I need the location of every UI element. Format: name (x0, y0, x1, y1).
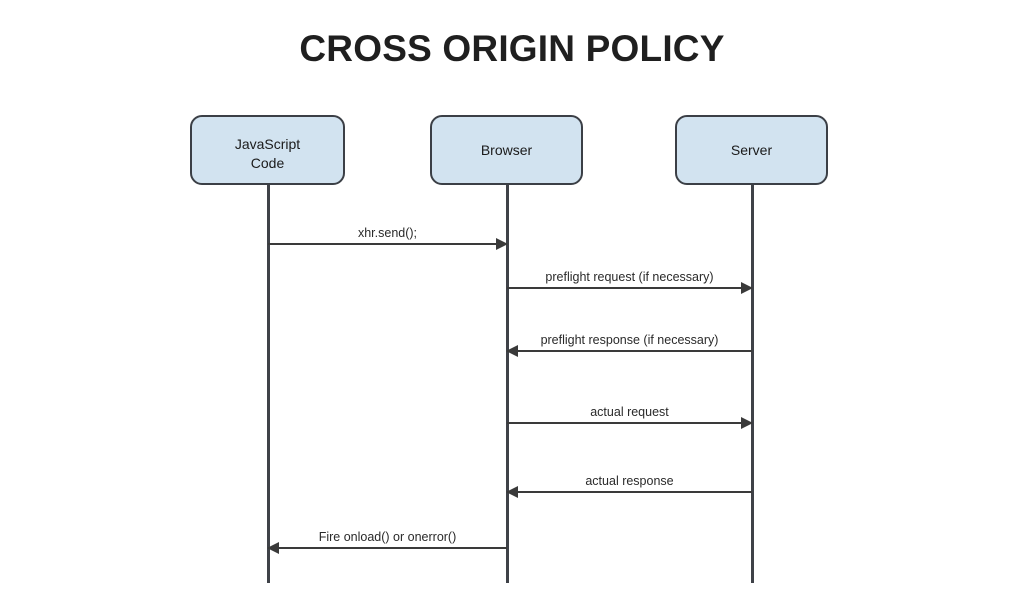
message-line (268, 547, 507, 549)
message-label: actual response (585, 474, 674, 488)
lifeline-server (751, 185, 754, 583)
arrow-head-right-icon (741, 417, 753, 429)
message-actual-response[interactable]: actual response (506, 459, 752, 498)
message-line (507, 287, 752, 289)
message-line (507, 350, 752, 352)
message-line (268, 243, 507, 245)
page-title: CROSS ORIGIN POLICY (299, 28, 725, 69)
message-preflight-request[interactable]: preflight request (if necessary) (507, 255, 753, 294)
arrow-head-left-icon (506, 345, 518, 357)
message-label: preflight response (if necessary) (540, 333, 719, 347)
message-actual-request[interactable]: actual request (507, 390, 753, 429)
message-line (507, 422, 752, 424)
message-line (507, 491, 752, 493)
arrow-head-left-icon (506, 486, 518, 498)
message-xhr-send[interactable]: xhr.send(); (268, 211, 508, 250)
participant-box-server[interactable]: Server (675, 115, 828, 185)
lifeline-javascript-code (267, 185, 270, 583)
arrow-head-left-icon (267, 542, 279, 554)
participant-label-line2: Code (250, 154, 285, 171)
message-label: preflight request (if necessary) (545, 270, 714, 284)
participant-label: Server (730, 141, 773, 158)
arrow-head-right-icon (741, 282, 753, 294)
message-preflight-response[interactable]: preflight response (if necessary) (506, 318, 752, 357)
participant-label: JavaScript (234, 136, 301, 152)
message-label: xhr.send(); (357, 226, 418, 240)
participant-label: Browser (480, 141, 533, 158)
arrow-head-right-icon (496, 238, 508, 250)
message-label: actual request (590, 405, 669, 419)
participant-box-browser[interactable]: Browser (430, 115, 583, 185)
message-label: Fire onload() or onerror() (318, 530, 457, 544)
lifeline-browser (506, 185, 509, 583)
message-fire-onload[interactable]: Fire onload() or onerror() (267, 515, 507, 554)
